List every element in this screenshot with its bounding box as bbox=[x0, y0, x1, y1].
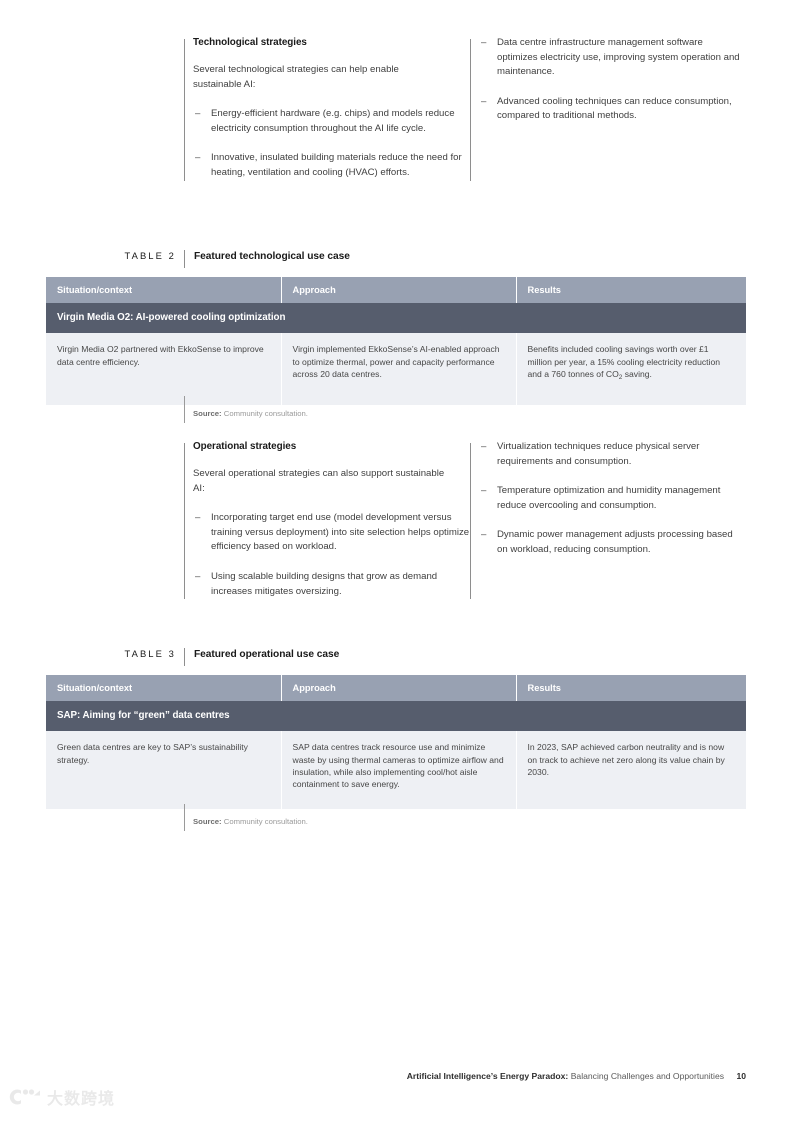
section-operational-right-column: –Virtualization techniques reduce physic… bbox=[470, 440, 746, 600]
table-3-source: Source: Community consultation. bbox=[184, 804, 308, 831]
section-operational-intro: Several operational strategies can also … bbox=[193, 468, 445, 494]
table-3-cell-situation: Green data centres are key to SAP’s sust… bbox=[46, 731, 282, 810]
table-2: Virgin Media O2: AI-powered cooling opti… bbox=[46, 277, 746, 406]
table-3-cell-approach: SAP data centres track resource use and … bbox=[281, 731, 517, 810]
watermark-logo-icon bbox=[8, 1086, 42, 1108]
table-2-caption-divider bbox=[184, 250, 185, 268]
dash-bullet-icon: – bbox=[195, 570, 201, 582]
section-technological-left-bullet-list: –Energy-efficient hardware (e.g. chips) … bbox=[193, 107, 470, 180]
table-2-source: Source: Community consultation. bbox=[184, 396, 308, 423]
list-item: –Using scalable building designs that gr… bbox=[193, 570, 470, 599]
table-3-header-row: Situation/context Approach Results bbox=[46, 675, 746, 701]
dash-bullet-icon: – bbox=[481, 95, 487, 107]
section-technological-intro: Several technological strategies can hel… bbox=[193, 64, 399, 90]
list-item-text: Incorporating target end use (model deve… bbox=[211, 512, 470, 553]
dash-bullet-icon: – bbox=[481, 441, 487, 452]
list-item-text: Energy-efficient hardware (e.g. chips) a… bbox=[211, 108, 455, 134]
footer-page-number: 10 bbox=[736, 1071, 746, 1081]
section-technological-right-bullet-list: –Data centre infrastructure management s… bbox=[479, 36, 746, 124]
list-item: –Energy-efficient hardware (e.g. chips) … bbox=[193, 107, 470, 136]
table-2-cell-situation: Virgin Media O2 partnered with EkkoSense… bbox=[46, 333, 282, 406]
section-technological-left-column: Technological strategies Several technol… bbox=[184, 36, 470, 181]
table-3-source-prefix: Source: bbox=[193, 817, 222, 826]
table-3-caption-title: Featured operational use case bbox=[194, 649, 340, 660]
footer-document-title: Artificial Intelligence’s Energy Paradox… bbox=[406, 1071, 569, 1081]
list-item: –Advanced cooling techniques can reduce … bbox=[479, 95, 746, 124]
section-technological-strategies: Technological strategies Several technol… bbox=[184, 36, 746, 181]
dash-bullet-icon: – bbox=[481, 529, 487, 541]
list-item: –Temperature optimization and humidity m… bbox=[479, 484, 746, 513]
table-3-column-header-results: Results bbox=[516, 675, 746, 701]
table-3-column-header-approach: Approach bbox=[281, 675, 517, 701]
section-operational-right-bullet-list: –Virtualization techniques reduce physic… bbox=[479, 440, 746, 558]
table-2-column-header-results: Results bbox=[516, 277, 746, 303]
table-3-caption-divider bbox=[184, 648, 185, 666]
dash-bullet-icon: – bbox=[481, 37, 487, 48]
table-2-source-text: Community consultation. bbox=[223, 409, 308, 418]
section-operational-left-bullet-list: –Incorporating target end use (model dev… bbox=[193, 511, 470, 599]
list-item: –Innovative, insulated building material… bbox=[193, 151, 470, 180]
list-item-text: Data centre infrastructure management so… bbox=[497, 37, 740, 78]
section-operational-title: Operational strategies bbox=[193, 441, 297, 452]
watermark-text: 大数跨境 bbox=[47, 1089, 116, 1108]
list-item-text: Advanced cooling techniques can reduce c… bbox=[497, 95, 732, 122]
dash-bullet-icon: – bbox=[195, 108, 201, 120]
watermark: 大数跨境 bbox=[8, 1085, 115, 1109]
section-operational-left-column: Operational strategies Several operation… bbox=[184, 440, 470, 600]
list-item: –Virtualization techniques reduce physic… bbox=[479, 440, 746, 469]
list-item-text: Dynamic power management adjusts process… bbox=[497, 529, 733, 555]
table-2-source-prefix: Source: bbox=[193, 409, 222, 418]
table-3-label: TABLE 3 bbox=[124, 648, 176, 659]
table-3-source-text: Community consultation. bbox=[223, 817, 308, 826]
section-technological-right-column: –Data centre infrastructure management s… bbox=[470, 36, 746, 181]
dash-bullet-icon: – bbox=[195, 152, 201, 164]
table-row: Green data centres are key to SAP’s sust… bbox=[46, 731, 746, 810]
section-operational-strategies: Operational strategies Several operation… bbox=[184, 440, 746, 600]
section-technological-title: Technological strategies bbox=[193, 37, 307, 48]
table-2-caption: TABLE 2 Featured technological use case bbox=[104, 250, 350, 268]
dash-bullet-icon: – bbox=[195, 512, 201, 524]
list-item-text: Innovative, insulated building materials… bbox=[211, 152, 462, 178]
dash-bullet-icon: – bbox=[481, 485, 487, 497]
table-2-title-bar: Virgin Media O2: AI-powered cooling opti… bbox=[46, 303, 746, 334]
list-item: –Dynamic power management adjusts proces… bbox=[479, 528, 746, 557]
list-item-text: Virtualization techniques reduce physica… bbox=[497, 441, 700, 467]
table-2-header-row: Situation/context Approach Results bbox=[46, 277, 746, 303]
table-2-label: TABLE 2 bbox=[124, 250, 176, 261]
table-row: Virgin Media O2 partnered with EkkoSense… bbox=[46, 333, 746, 406]
table-3: SAP: Aiming for “green” data centres Sit… bbox=[46, 675, 746, 810]
table-2-cell-results: Benefits included cooling savings worth … bbox=[516, 333, 746, 406]
list-item-text: Temperature optimization and humidity ma… bbox=[497, 485, 721, 511]
table-3-caption: TABLE 3 Featured operational use case bbox=[104, 648, 339, 666]
table-3-title-text: SAP: Aiming for “green” data centres bbox=[46, 701, 746, 732]
table-3-cell-results: In 2023, SAP achieved carbon neutrality … bbox=[516, 731, 746, 810]
table-2-column-header-situation: Situation/context bbox=[46, 277, 282, 303]
table-2-caption-title: Featured technological use case bbox=[194, 251, 350, 262]
list-item: –Incorporating target end use (model dev… bbox=[193, 511, 470, 555]
list-item: –Data centre infrastructure management s… bbox=[479, 36, 746, 80]
table-3-title-bar: SAP: Aiming for “green” data centres bbox=[46, 701, 746, 732]
list-item-text: Using scalable building designs that gro… bbox=[211, 570, 438, 597]
table-2-column-header-approach: Approach bbox=[281, 277, 517, 303]
footer-document-subtitle: Balancing Challenges and Opportunities bbox=[570, 1071, 725, 1081]
table-2-cell-approach: Virgin implemented EkkoSense’s AI-enable… bbox=[281, 333, 517, 406]
table-2-title-text: Virgin Media O2: AI-powered cooling opti… bbox=[46, 303, 746, 334]
page-footer: Artificial Intelligence’s Energy Paradox… bbox=[407, 1071, 746, 1081]
table-3-column-header-situation: Situation/context bbox=[46, 675, 282, 701]
